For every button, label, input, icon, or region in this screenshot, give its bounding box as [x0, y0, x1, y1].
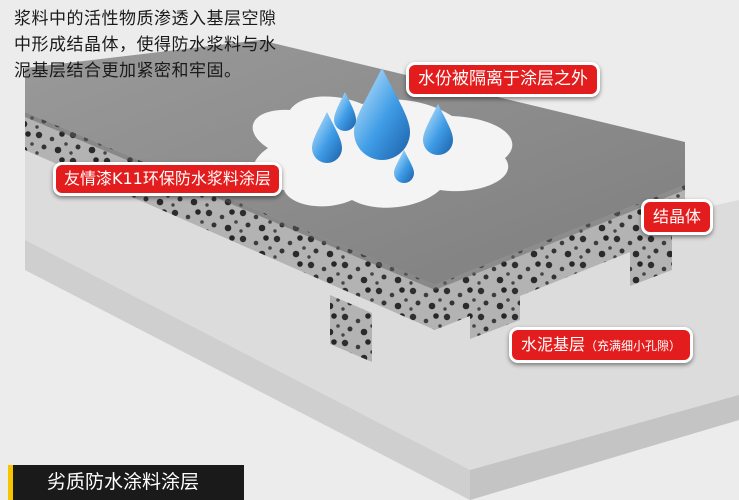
- footer-title: 劣质防水涂料涂层: [8, 465, 244, 500]
- crystal-band: [25, 112, 685, 330]
- intro-text: 浆料中的活性物质渗透入基层空隙 中形成结晶体，使得防水浆料与水 泥基层结合更加紧…: [14, 6, 374, 84]
- crystal-finger: [630, 222, 672, 286]
- intro-line: 浆料中的活性物质渗透入基层空隙: [14, 9, 277, 29]
- callout-base-sub: （充满细小孔隙）: [585, 339, 682, 353]
- crystal-finger: [470, 296, 520, 339]
- callout-crystal: 结晶体: [641, 199, 714, 235]
- callout-water-isolated: 水份被隔离于涂层之外: [406, 62, 600, 97]
- intro-line: 中形成结晶体，使得防水浆料与水: [14, 35, 277, 55]
- callout-base-main: 水泥基层: [521, 335, 586, 354]
- crystal-finger: [330, 295, 372, 362]
- cement-base: [25, 150, 739, 500]
- callout-cement-base: 水泥基层（充满细小孔隙）: [509, 327, 694, 363]
- callout-coating-layer: 友情漆K11环保防水浆料涂层: [53, 162, 282, 196]
- water-drop-icon: [312, 68, 453, 183]
- intro-line: 泥基层结合更加紧密和牢固。: [14, 61, 242, 81]
